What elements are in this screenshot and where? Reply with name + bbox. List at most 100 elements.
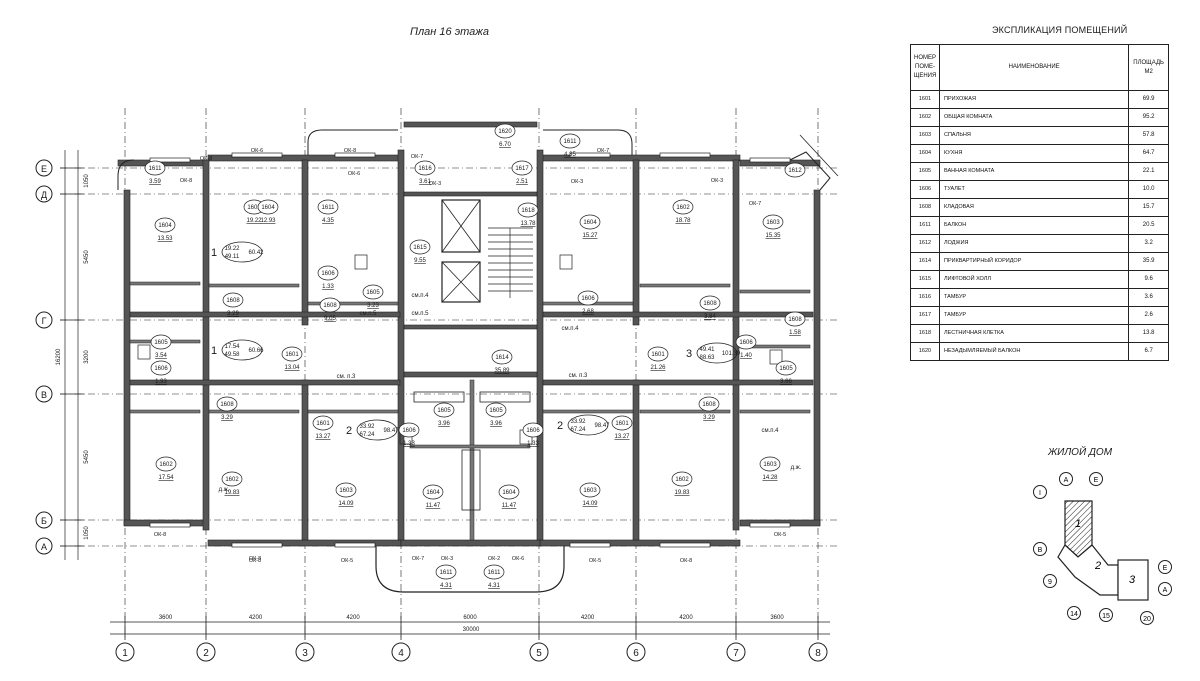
room-area-5: 13.53 xyxy=(157,236,173,242)
room-area-1: 4.35 xyxy=(322,218,334,224)
window-10 xyxy=(659,542,711,548)
key-axis-mark-7: Е xyxy=(1163,565,1168,572)
room-number-cell: 1615 xyxy=(910,270,940,289)
room-code-6: 1602 xyxy=(247,205,261,211)
room-code-43: 1602 xyxy=(675,477,689,483)
axis-bubble-7 xyxy=(726,642,746,662)
room-tag-oval-29 xyxy=(216,396,238,412)
room-area-9: 2.51 xyxy=(516,179,528,185)
room-area-15: 1.33 xyxy=(322,284,334,290)
room-tag-oval-22 xyxy=(150,334,172,350)
wall-east xyxy=(813,189,821,526)
room-area-10: 13.78 xyxy=(520,221,536,227)
key-axis-bubble-6 xyxy=(1099,608,1113,622)
window-mark-8: ОК-3 xyxy=(571,179,583,185)
room-name-cell: ТУАЛЕТ xyxy=(938,180,1130,199)
wall-corridor-n-w xyxy=(129,311,401,318)
key-axis-bubble-2 xyxy=(1089,472,1103,486)
window-mark-7: ОК-8 xyxy=(249,556,261,562)
room-area-25: 35.89 xyxy=(494,368,510,374)
window-mark-4: ОК-3 xyxy=(429,181,441,187)
key-axis-mark-8: А xyxy=(1163,587,1168,594)
room-number-cell: 1608 xyxy=(910,198,940,217)
room-number-cell: 1602 xyxy=(910,108,940,127)
room-area-28: 3.66 xyxy=(780,379,792,385)
window-1 xyxy=(231,152,283,158)
window-mark-21: ОК-5 xyxy=(774,532,786,538)
dim-horizontal-label-3: 6000 xyxy=(463,615,477,621)
axis-bubble-2 xyxy=(196,642,216,662)
room-tag-oval-27 xyxy=(735,334,757,350)
axis-letter-2: Г xyxy=(42,316,47,326)
shaft-label-1: д.ж. xyxy=(791,465,802,471)
apartment-oval-1 xyxy=(221,339,263,361)
apartment-number-4: 3 xyxy=(686,348,692,360)
room-code-38: 1602 xyxy=(225,477,239,483)
wall-corridor-n-e xyxy=(542,311,814,318)
room-name-cell: БАЛКОН xyxy=(938,216,1130,235)
section-mark-1: см.п.4 xyxy=(411,293,429,299)
room-name-cell: ВАННАЯ КОМНАТА xyxy=(938,162,1130,181)
apartment-number-3: 2 xyxy=(557,420,563,432)
key-axis-bubble-5 xyxy=(1067,606,1081,620)
room-number-cell: 1601 xyxy=(910,90,940,109)
axis-number-4: 4 xyxy=(398,648,404,659)
apartment-oval-4 xyxy=(696,342,738,364)
window-mark-20: ОК-8 xyxy=(680,558,692,564)
elevator-1-x2 xyxy=(441,199,481,253)
room-name-cell: ТАМБУР xyxy=(938,288,1130,307)
room-tag-oval-7 xyxy=(257,199,279,215)
room-code-13: 1603 xyxy=(766,220,780,226)
axis-bubble-5 xyxy=(529,642,549,662)
room-name-cell: СПАЛЬНЯ xyxy=(938,126,1130,145)
partition-5 xyxy=(739,289,811,294)
room-area-44: 14.28 xyxy=(762,475,778,481)
room-area-37: 17.54 xyxy=(158,475,174,481)
window-3 xyxy=(569,152,611,158)
axis-row-bubble-2 xyxy=(35,311,53,329)
window-mark-14: ОК-5 xyxy=(341,558,353,564)
room-area-18: 3.29 xyxy=(227,311,239,317)
room-name-cell: КЛАДОВАЯ xyxy=(938,198,1130,217)
window-6 xyxy=(149,522,191,528)
room-tag-oval-25 xyxy=(491,349,513,365)
axis-row-bubble-3 xyxy=(35,385,53,403)
room-tag-oval-10 xyxy=(517,202,539,218)
room-area-14: 9.55 xyxy=(414,258,426,264)
key-section-label-0: 1 xyxy=(1075,518,1081,530)
apartment-area-total-2: 67.24 xyxy=(359,432,375,438)
axis-number-6: 6 xyxy=(633,648,639,659)
room-area-20: 3.84 xyxy=(704,314,716,320)
section-mark-3: см.п.4 xyxy=(561,326,579,332)
room-tag-oval-33 xyxy=(398,422,420,438)
axis-number-7: 7 xyxy=(733,648,739,659)
window-mark-11: ОК-7 xyxy=(749,201,761,207)
dim-vertical-label-2: 3200 xyxy=(84,350,90,364)
dim-horizontal-label-6: 3600 xyxy=(770,615,784,621)
partition-13 xyxy=(739,409,811,414)
window-11 xyxy=(749,522,791,528)
dim-vertical-label-0: 1050 xyxy=(84,174,90,188)
section-mark-0: см.п.5 xyxy=(359,311,377,317)
room-area-cell: 10.0 xyxy=(1128,180,1169,199)
room-tag-oval-3 xyxy=(559,133,581,149)
room-area-38: 19.83 xyxy=(224,490,240,496)
room-area-cell: 3.6 xyxy=(1128,288,1169,307)
apartment-area-total-4: 88.63 xyxy=(699,355,715,361)
key-plan-title: ЖИЛОЙ ДОМ xyxy=(1048,447,1113,458)
partition-15 xyxy=(409,444,531,449)
room-name-cell: НЕЗАДЫМЛЯЕМЫЙ БАЛКОН xyxy=(938,342,1130,361)
room-area-31: 3.96 xyxy=(438,421,450,427)
room-tag-oval-8 xyxy=(414,160,436,176)
window-mark-17: ОК-2 xyxy=(488,556,500,562)
header-room-area: ПЛОЩАДЬ М2 xyxy=(1128,44,1169,91)
apartment-area-living-1: 17.54 xyxy=(224,344,240,350)
dim-vertical-label-3: 5450 xyxy=(84,450,90,464)
wall-core-s xyxy=(403,324,538,330)
